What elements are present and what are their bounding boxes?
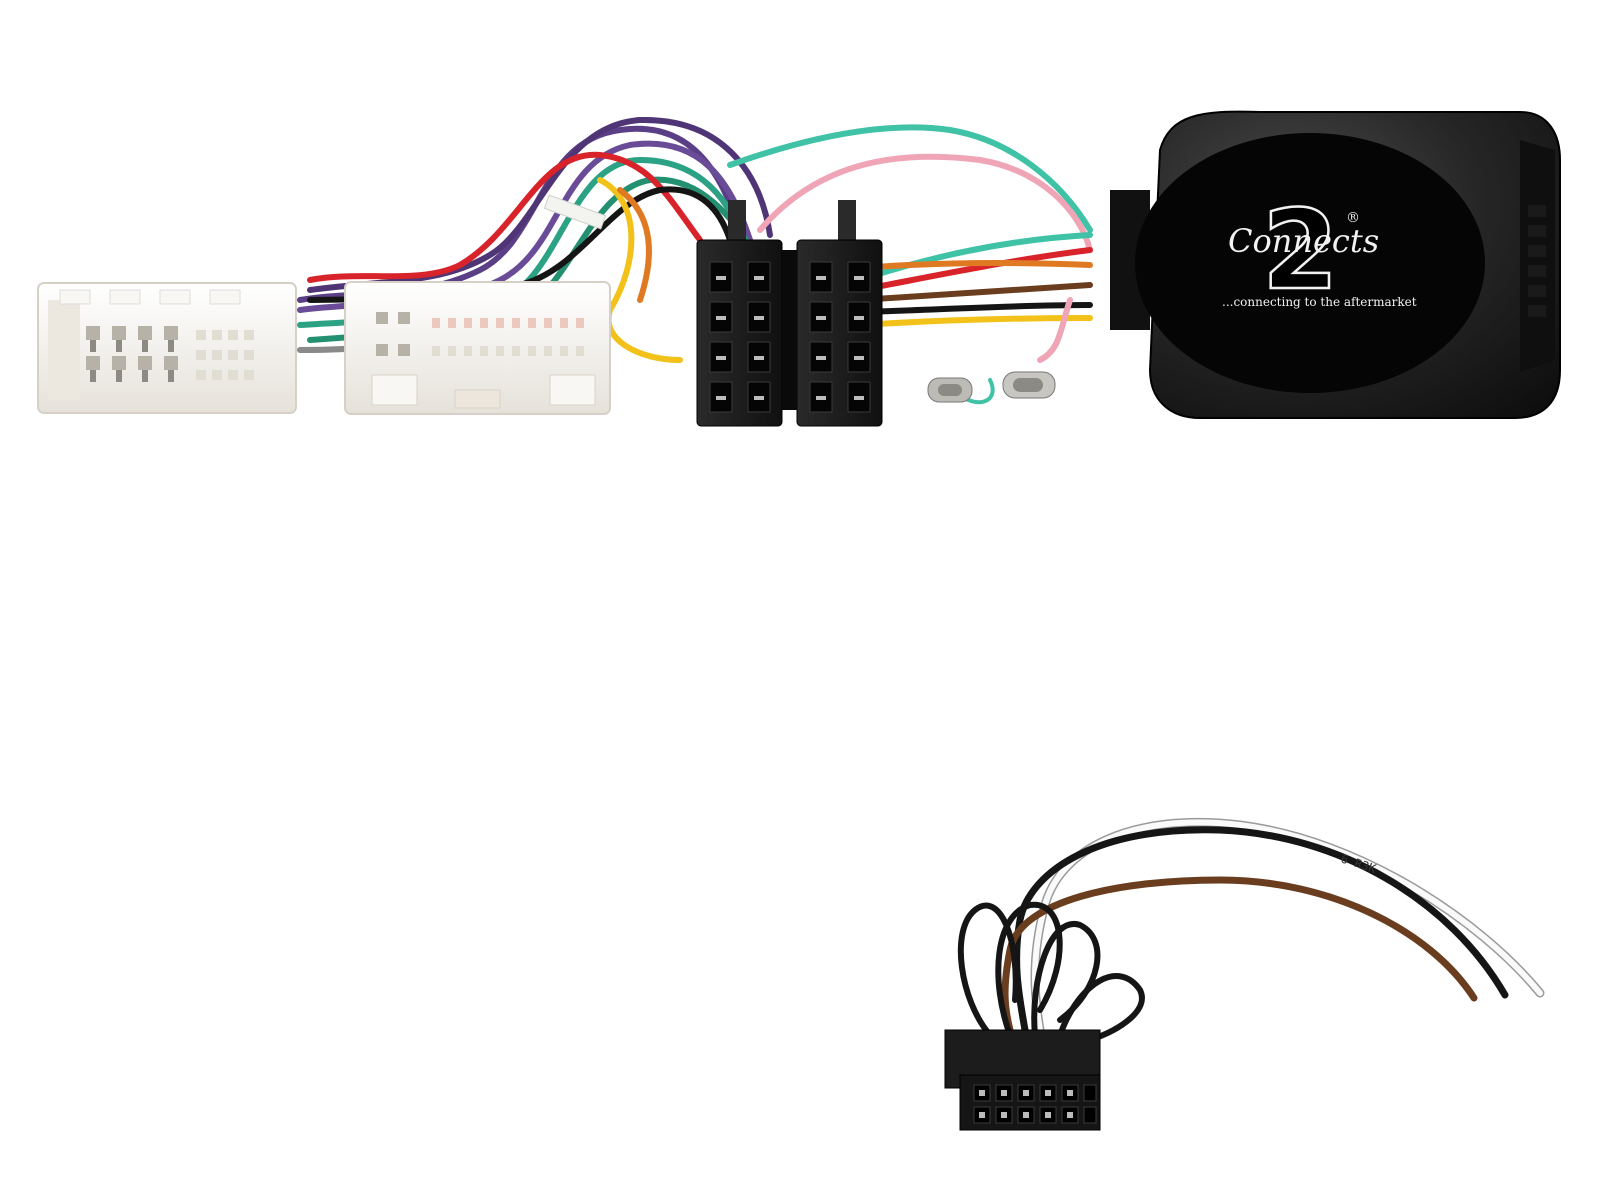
wire-purple bbox=[307, 116, 773, 293]
antenna-adaptor bbox=[927, 371, 1056, 403]
patch-lead-connector bbox=[944, 1029, 1101, 1131]
white-vehicle-connector-large bbox=[344, 281, 611, 415]
wire-pink bbox=[1037, 297, 1073, 363]
patch-wire-brown bbox=[1001, 876, 1478, 1034]
white-vehicle-connector-small bbox=[37, 282, 297, 414]
wire-pink bbox=[757, 153, 1093, 253]
logo-brand: Connects bbox=[1228, 222, 1379, 260]
patch-wire-white bbox=[1032, 819, 1543, 1033]
wire-harness bbox=[297, 116, 1093, 405]
patch-wire-black-loop bbox=[957, 902, 1019, 1038]
wire-yellow bbox=[857, 315, 1093, 328]
logo-mark: 2 bbox=[1262, 186, 1339, 314]
wire-black bbox=[857, 302, 1093, 315]
iso-connector-pair bbox=[696, 200, 883, 427]
logo-panel bbox=[1135, 133, 1485, 393]
patch-lead-12-pin bbox=[957, 817, 1545, 1043]
wire-orange bbox=[857, 260, 1093, 271]
wire-teal bbox=[857, 232, 1093, 283]
logo-tagline: ...connecting to the aftermarket bbox=[1222, 295, 1417, 309]
wire-brown bbox=[857, 282, 1093, 303]
wire-orange bbox=[617, 187, 652, 303]
logo-registered: ® bbox=[1346, 210, 1360, 226]
control-interface-module: 2 Connects ® ...connecting to the afterm… bbox=[1110, 110, 1561, 419]
patch-wire-black-loop bbox=[1057, 973, 1145, 1043]
patch-wire-white bbox=[1030, 817, 1545, 1035]
wire-red bbox=[307, 151, 703, 283]
patch-wire-black-loop bbox=[995, 901, 1063, 1038]
wire-teal bbox=[727, 124, 1093, 233]
wire-red bbox=[857, 247, 1093, 293]
cable-tie bbox=[543, 194, 607, 230]
